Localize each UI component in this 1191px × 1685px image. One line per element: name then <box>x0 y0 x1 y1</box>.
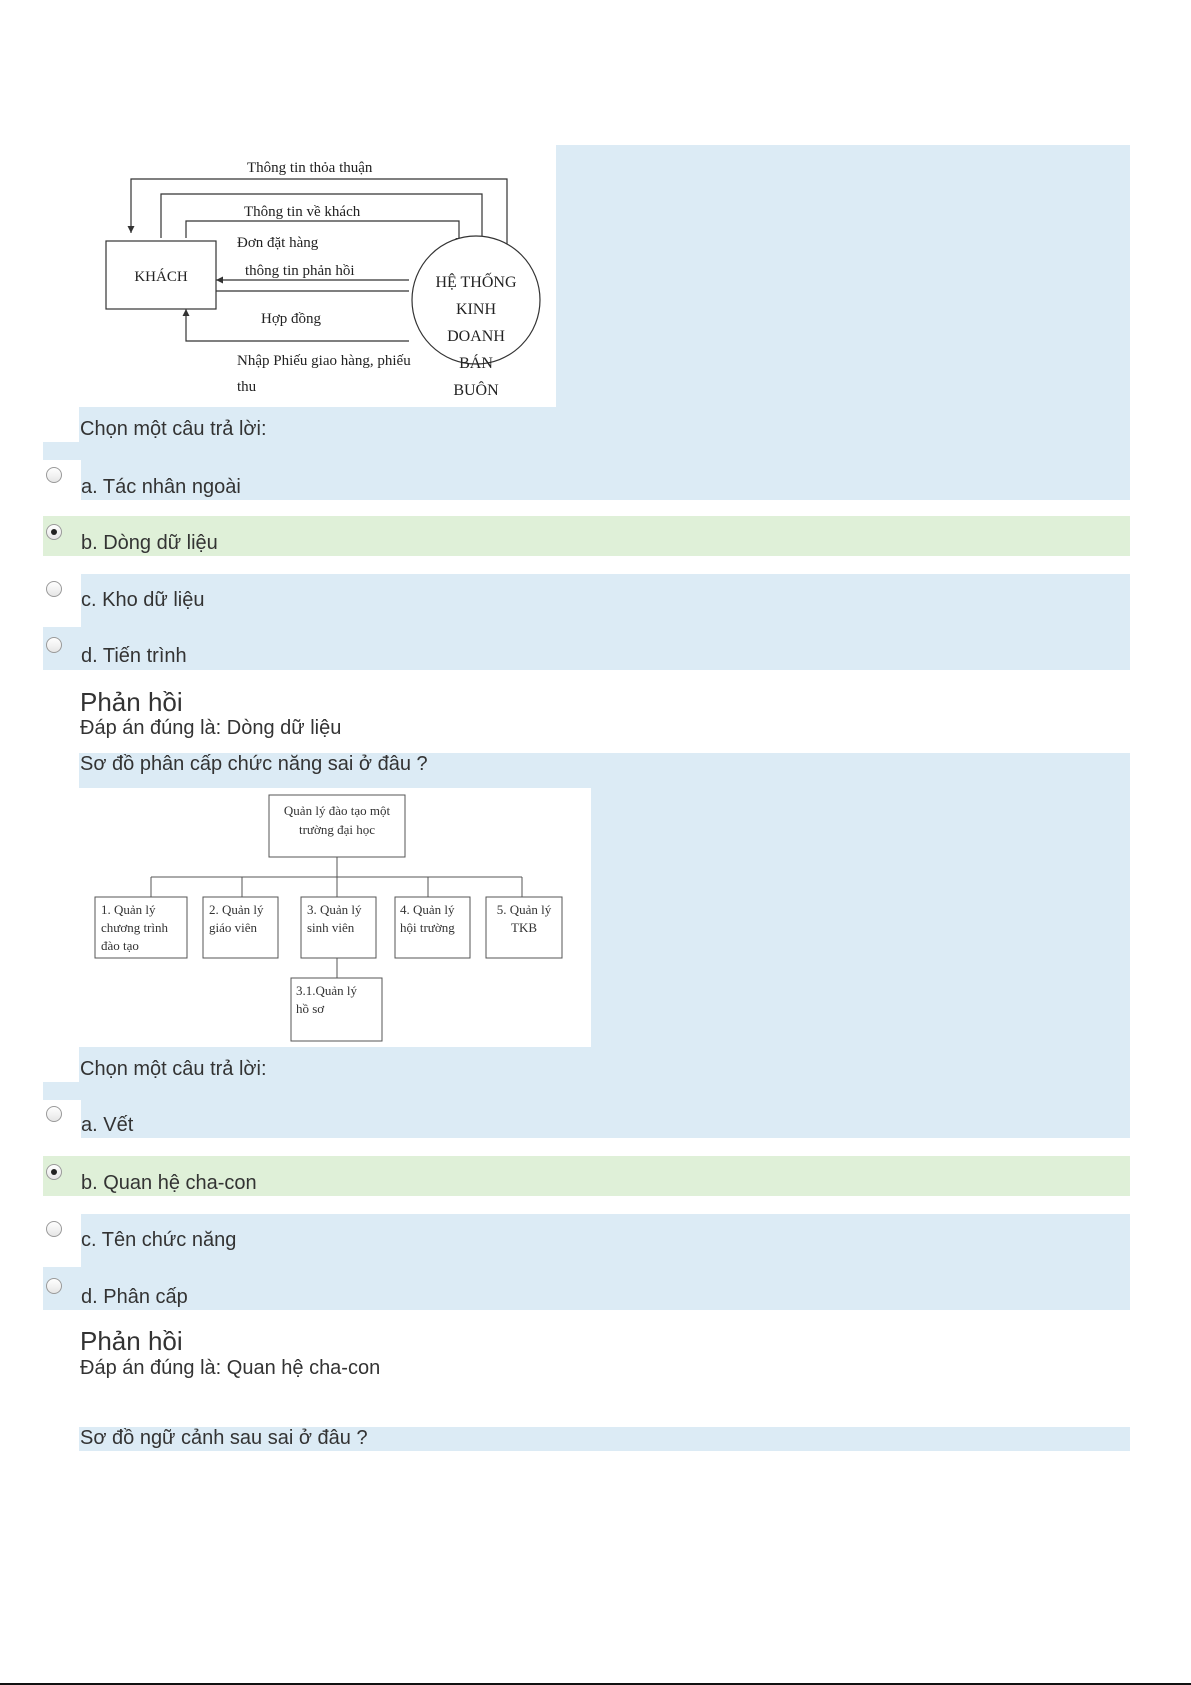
option-a-radio[interactable] <box>46 467 62 483</box>
question1-feedback-answer: Đáp án đúng là: Dòng dữ liệu <box>80 717 342 739</box>
option-a-label[interactable]: a. Tác nhân ngoài <box>81 476 241 498</box>
option-c-radio[interactable] <box>46 1221 62 1237</box>
option-bg <box>43 442 1130 499</box>
option-c-radio[interactable] <box>46 581 62 597</box>
child-3-line-2: sinh viên <box>307 920 355 935</box>
option-a-label[interactable]: a. Vết <box>81 1114 134 1136</box>
option-d-label[interactable]: d. Phân cấp <box>81 1286 188 1308</box>
question2-feedback-answer: Đáp án đúng là: Quan hệ cha-con <box>80 1357 381 1379</box>
sub-line-1: 3.1.Quản lý <box>296 983 358 998</box>
option-a-radio[interactable] <box>46 1106 62 1122</box>
process-line-3: DOANH <box>447 328 505 345</box>
child-5-line-2: TKB <box>511 920 537 935</box>
child-box-3 <box>300 896 377 959</box>
label-thong-tin-ve-khach: Thông tin về khách <box>244 204 361 220</box>
question2-feedback-title: Phản hồi <box>80 1326 183 1356</box>
process-line-4: BÁN <box>459 353 493 372</box>
child-5-line-1: 5. Quản lý <box>497 902 552 917</box>
option-c-label[interactable]: c. Kho dữ liệu <box>81 589 205 611</box>
child-4-line-2: hội trường <box>400 920 455 935</box>
child-1-line-2: chương trình <box>101 920 168 935</box>
question1-prompt: Chọn một câu trả lời: <box>80 418 267 440</box>
process-circle <box>411 235 541 365</box>
sub-line-2: hồ sơ <box>296 1001 325 1016</box>
option-bg <box>43 574 1130 670</box>
root-box <box>268 794 406 858</box>
entity-khach-label: KHÁCH <box>134 268 188 285</box>
question3-text: Sơ đồ ngữ cảnh sau sai ở đâu ? <box>80 1427 368 1449</box>
label-don-dat-hang: Đơn đặt hàng <box>237 235 319 251</box>
child-1-line-3: đào tạo <box>101 938 139 953</box>
question3-panel <box>79 1427 1130 1451</box>
child-3-line-1: 3. Quản lý <box>307 902 362 917</box>
option-d-label[interactable]: d. Tiến trình <box>81 645 187 667</box>
option-c-label[interactable]: c. Tên chức năng <box>81 1229 237 1251</box>
root-line-1: Quản lý đào tạo một <box>284 803 391 818</box>
label-thu: thu <box>237 379 257 395</box>
option-selected-bg <box>43 516 1130 556</box>
child-box-1 <box>94 896 188 959</box>
root-line-2: trường đại học <box>299 822 375 837</box>
child-4-line-1: 4. Quản lý <box>400 902 455 917</box>
process-line-5: BUÔN <box>453 380 499 399</box>
child-1-line-1: 1. Quản lý <box>101 902 156 917</box>
context-diagram-image: Thông tin thỏa thuận Thông tin về khách … <box>79 145 556 407</box>
child-box-5 <box>485 896 563 959</box>
option-d-radio[interactable] <box>46 1278 62 1294</box>
label-thong-tin-phan-hoi: thông tin phản hồi <box>245 263 355 279</box>
entity-khach-box <box>105 240 217 310</box>
option-b-radio[interactable] <box>46 524 62 540</box>
option-bg <box>43 1214 1130 1310</box>
option-b-label[interactable]: b. Quan hệ cha-con <box>81 1172 257 1194</box>
hierarchy-diagram-image: Quản lý đào tạo một trường đại học 1. Qu… <box>79 788 591 1047</box>
label-nhap-phieu: Nhập Phiếu giao hàng, phiếu <box>237 353 411 369</box>
child-box-2 <box>202 896 279 959</box>
child-2-line-2: giáo viên <box>209 920 258 935</box>
label-hop-dong: Hợp đồng <box>261 311 322 327</box>
option-selected-bg <box>43 1156 1130 1196</box>
sub-box <box>290 977 383 1042</box>
page-bottom-border <box>0 1683 1191 1685</box>
option-b-radio[interactable] <box>46 1164 62 1180</box>
process-line-2: KINH <box>456 301 496 318</box>
option-d-radio[interactable] <box>46 637 62 653</box>
process-line-1: HỆ THỐNG <box>435 272 516 291</box>
question2-prompt: Chọn một câu trả lời: <box>80 1058 267 1080</box>
option-bg <box>43 1082 1130 1138</box>
label-thong-tin-thoa-thuan: Thông tin thỏa thuận <box>247 160 373 176</box>
child-box-4 <box>394 896 471 959</box>
question1-feedback-title: Phản hồi <box>80 687 183 717</box>
child-2-line-1: 2. Quản lý <box>209 902 264 917</box>
question2-text: Sơ đồ phân cấp chức năng sai ở đâu ? <box>80 753 428 775</box>
option-b-label[interactable]: b. Dòng dữ liệu <box>81 532 218 554</box>
